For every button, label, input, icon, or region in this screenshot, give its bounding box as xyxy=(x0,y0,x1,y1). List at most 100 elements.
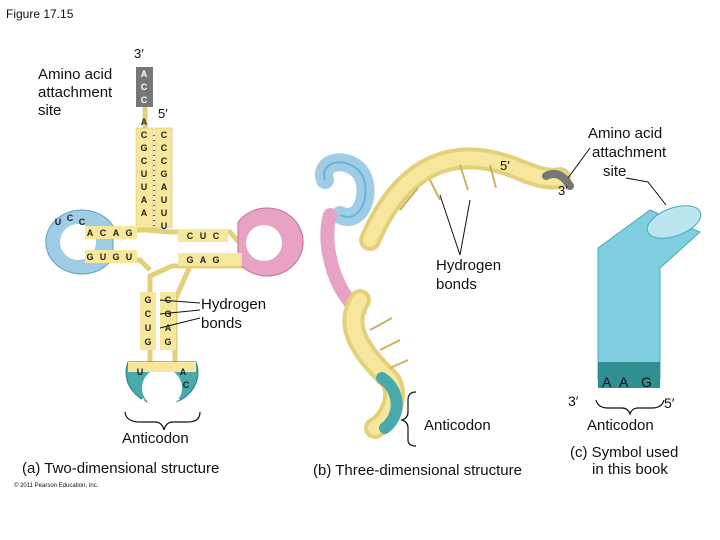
panel-b-hbond-pointers xyxy=(439,194,471,256)
d-stem-band xyxy=(85,250,137,263)
d-stem-base: U xyxy=(100,252,107,262)
acceptor-tail-bg xyxy=(136,67,153,107)
acceptor-base: U xyxy=(141,182,148,192)
ac-stem-base: A xyxy=(165,323,172,333)
panel-b-hbonds-label-2: bonds xyxy=(436,276,477,293)
panel-a-caption: (a) Two-dimensional structure xyxy=(22,460,219,477)
t-stem-base: U xyxy=(200,231,207,241)
acceptor-base: G xyxy=(160,169,167,179)
panel-a-5-end: 5′ xyxy=(158,106,168,121)
ac-stem-base: U xyxy=(145,323,152,333)
acceptor-base: G xyxy=(140,143,147,153)
acceptor-base: A xyxy=(161,182,168,192)
c-cylinder-top xyxy=(646,205,702,239)
c-cylinder-body xyxy=(597,209,701,381)
panel-b-3-end: 3′ xyxy=(558,183,568,198)
t-stem-base: G xyxy=(186,255,193,265)
panel-a-amino-label-2: attachment xyxy=(38,84,113,101)
acceptor-base: A xyxy=(141,208,148,218)
ac-stem-base: G xyxy=(144,337,151,347)
panel-a-two-dimensional: A C C A C G C U U A A C C C G A U U U xyxy=(14,46,304,489)
panel-b-amino-pointer xyxy=(567,147,591,179)
t-stem-band xyxy=(178,229,228,242)
copyright: © 2011 Pearson Education, Inc. xyxy=(14,482,99,489)
b-acceptor-end xyxy=(542,169,574,190)
acceptor-stem-right: C C C G A U U U xyxy=(160,130,167,231)
d-stem-base: G xyxy=(112,252,119,262)
acceptor-base: A xyxy=(141,117,148,127)
acceptor-base: U xyxy=(161,195,168,205)
panel-b-anticodon-label: Anticodon xyxy=(424,417,491,434)
ac-stem-base: G xyxy=(164,309,171,319)
loop-base: U xyxy=(137,367,144,377)
ac-stem-base: C xyxy=(145,309,152,319)
b-rung xyxy=(389,359,409,369)
anticodon-base: A xyxy=(140,397,147,407)
d-stem-base: G xyxy=(125,228,132,238)
acceptor-base: C xyxy=(161,143,168,153)
panel-b-hbonds-label-1: Hydrogen xyxy=(436,257,501,274)
b-base-rungs xyxy=(369,164,497,369)
b-rung xyxy=(489,164,497,189)
panel-a-hbond-pointers xyxy=(159,299,201,329)
loop-base: A xyxy=(180,367,187,377)
c-anticodon-brace xyxy=(595,399,665,416)
panel-a-amino-label-1: Amino acid xyxy=(38,66,112,83)
b-rung xyxy=(429,179,441,201)
b-d-arm-edge xyxy=(323,161,367,218)
panel-a-amino-label-3: site xyxy=(38,102,61,119)
b-rung xyxy=(399,187,419,211)
d-stem-base: C xyxy=(100,228,107,238)
c-anticodon-band xyxy=(598,362,660,388)
panel-a-hbonds-label-1: Hydrogen xyxy=(201,296,266,313)
panel-c-5-end: 5′ xyxy=(664,395,675,411)
b-rung xyxy=(379,339,401,351)
d-stem-base: A xyxy=(87,228,94,238)
acceptor-tail: A C C xyxy=(141,69,148,105)
t-stem-base: A xyxy=(200,255,207,265)
acceptor-base: U xyxy=(161,221,168,231)
acceptor-base: A xyxy=(141,195,148,205)
tail-base: C xyxy=(141,95,148,105)
d-stem-base: G xyxy=(86,252,93,262)
panel-c-caption-2: in this book xyxy=(592,461,668,478)
ac-stem-base: C xyxy=(165,295,172,305)
panel-b-caption: (b) Three-dimensional structure xyxy=(313,462,522,479)
d-stem-base: A xyxy=(113,228,120,238)
b-anticodon-loop xyxy=(376,372,403,434)
anticodon-base: A xyxy=(157,405,164,415)
t-stem-base: G xyxy=(212,255,219,265)
panel-c-symbol: A A G 3′ 5′ Anticodon (c) Symbol used in… xyxy=(568,177,702,478)
t-stem: C U C G A G xyxy=(178,229,242,266)
d-loop-base: C xyxy=(79,217,86,227)
tail-base: C xyxy=(141,82,148,92)
anticodon-loop-hole xyxy=(142,368,182,408)
t-stem-band xyxy=(178,253,242,266)
anticodon-stem: G C U G C G A G A C U xyxy=(137,292,190,390)
acceptor-base: C xyxy=(141,156,148,166)
panel-b-amino-label-1: Amino acid xyxy=(588,125,662,142)
panel-b-5-end: 5′ xyxy=(500,158,510,173)
tail-base: A xyxy=(141,69,148,79)
b-rung xyxy=(369,317,393,331)
d-stem: A C A G G U G U U C C xyxy=(55,213,137,263)
c-anticodon-base: G xyxy=(641,374,652,390)
d-loop-base: U xyxy=(55,217,62,227)
loop-base: C xyxy=(183,380,190,390)
c-anticodon-base: A xyxy=(619,374,629,390)
acceptor-right-bg xyxy=(154,127,173,229)
acceptor-left-bg xyxy=(135,127,154,229)
acceptor-base: U xyxy=(161,208,168,218)
acceptor-stem-left: A C G C U U A A xyxy=(140,117,147,218)
acceptor-base: U xyxy=(141,169,148,179)
c-anticodon-base: A xyxy=(602,374,612,390)
panel-a-anticodon-brace xyxy=(124,411,201,431)
panel-a-3-end: 3′ xyxy=(134,46,144,61)
panel-a-hbonds-label-2: bonds xyxy=(201,315,242,332)
t-stem-base: C xyxy=(187,231,194,241)
acceptor-base: C xyxy=(161,156,168,166)
panel-c-caption-1: (c) Symbol used xyxy=(570,444,678,461)
acceptor-base: C xyxy=(161,130,168,140)
